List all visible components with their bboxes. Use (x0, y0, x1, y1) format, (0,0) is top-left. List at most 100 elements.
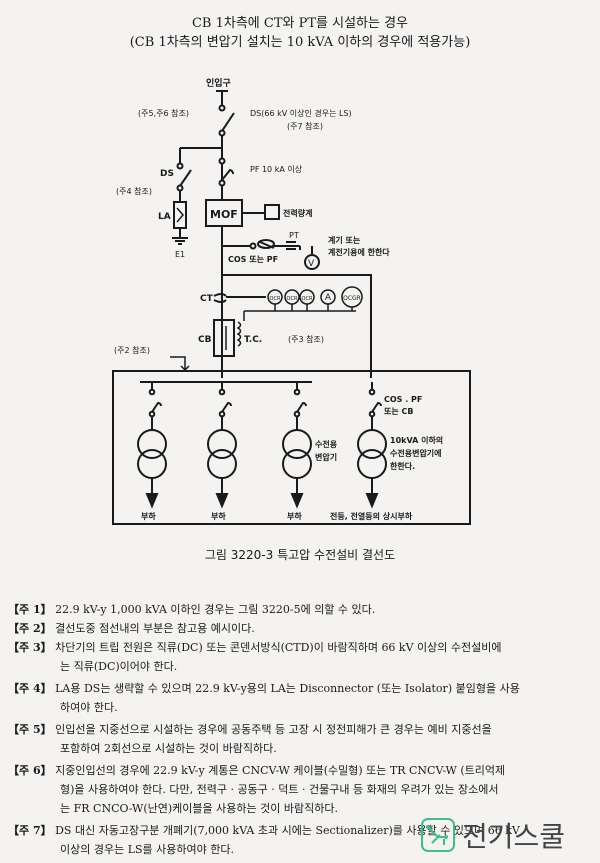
note-ref-4: (주4 참조) (116, 186, 152, 196)
note-item: 【주 2】 결선도중 점선내의 부분은 참고용 예시이다. (8, 619, 593, 638)
tc-label: T.C. (244, 335, 262, 345)
load-arrow-icon (365, 493, 379, 509)
load-arrow-icon (290, 493, 304, 509)
ds-la-label: DS (160, 169, 174, 179)
note-tag: 【주 6】 (8, 764, 52, 777)
rx-transformer-label-2: 변압기 (315, 452, 337, 462)
note-line: 결선도중 점선내의 부분은 참고용 예시이다. (55, 622, 255, 635)
transformer-primary (137, 429, 167, 459)
small-transformer-label-3: 한한다. (390, 461, 415, 471)
circuit-logo-icon (421, 818, 455, 852)
note-tag: 【주 4】 (8, 682, 52, 695)
page-subtitle: (CB 1차측의 변압기 설치는 10 kVA 이하의 경우에 적용가능) (129, 35, 471, 50)
note-ref-7: (주7 참조) (287, 121, 323, 131)
note-tag: 【주 7】 (8, 824, 52, 837)
transformer-feeder (357, 382, 387, 509)
cos-pf-cb-label-2: 또는 CB (384, 407, 413, 416)
note-line: 포함하여 2회선으로 시설하는 것이 바람직하다. (60, 742, 277, 755)
note-line: 하여야 한다. (60, 701, 118, 714)
transformer-feeder (282, 382, 312, 509)
inlet-terminal (216, 90, 228, 106)
load-label: 전등, 전열등의 상시부하 (330, 511, 413, 521)
pt-note-1: 계기 또는 (328, 235, 361, 245)
pt-label: PT (289, 231, 299, 240)
note-tag: 【주 5】 (8, 723, 52, 736)
cos-pf-cb-label-1: COS . PF (384, 395, 422, 404)
load-label: 부하 (287, 511, 302, 521)
load-arrow-icon (145, 493, 159, 509)
note-item: 【주 6】 지중인입선의 경우에 22.9 kV-y 계통은 CNCV-W 케이… (8, 761, 593, 818)
note-line: 차단기의 트립 전원은 직류(DC) 또는 콘덴서방식(CTD)이 바람직하며 … (55, 641, 502, 654)
la-label: LA (158, 212, 171, 222)
transformer-feeder (137, 382, 167, 509)
note-line: 지중인입선의 경우에 22.9 kV-y 계통은 CNCV-W 케이블(수밀형)… (55, 764, 506, 777)
note-item: 【주 3】 차단기의 트립 전원은 직류(DC) 또는 콘덴서방식(CTD)이 … (8, 638, 593, 676)
voltmeter (304, 254, 320, 270)
pt-note-2: 계전기용에 한한다 (328, 247, 390, 257)
note-line: 형)을 사용하여야 한다. 다만, 전력구 · 공동구 · 덕트 · 건물구내 … (60, 783, 499, 796)
load-label: 부하 (211, 511, 226, 521)
transformer-primary (282, 429, 312, 459)
inlet-label: 인입구 (206, 77, 231, 89)
note-line: 22.9 kV-y 1,000 kVA 이하인 경우는 그림 3220-5에 의… (55, 603, 376, 616)
cos-fuse (257, 239, 275, 249)
note-ref-5-6: (주5,주6 참조) (138, 108, 189, 118)
pf-label: PF 10 kA 이상 (250, 164, 303, 174)
ct-symbol (213, 293, 266, 303)
transformer-feeder (207, 382, 237, 509)
note-item: 【주 4】 LA용 DS는 생략할 수 있으며 22.9 kV-y용의 LA는 … (8, 679, 593, 717)
ds-main-switch (221, 112, 235, 132)
cb-box (213, 319, 235, 357)
note-line: 인입선을 지중선으로 시설하는 경우에 공동주택 등 고장 시 정전피해가 큰 … (55, 723, 492, 736)
small-transformer-label-2: 수전용변압기에 (390, 448, 442, 458)
note-tag: 【주 3】 (8, 641, 52, 654)
note-item: 【주 7】 DS 대신 자동고장구분 개폐기(7,000 kVA 초과 시에는 … (8, 821, 593, 859)
feeder-group (137, 382, 387, 509)
relay-label: A (325, 293, 332, 303)
rx-transformer-label-1: 수전용 (315, 439, 338, 449)
relay-label: OCR (287, 296, 298, 302)
note-line: LA용 DS는 생략할 수 있으며 22.9 kV-y용의 LA는 Discon… (55, 682, 520, 695)
note-ref-2: (주2 참조) (114, 345, 150, 355)
note-item: 【주 1】 22.9 kV-y 1,000 kVA 이하인 경우는 그림 322… (8, 600, 593, 619)
page-title: CB 1차측에 CT와 PT를 시설하는 경우 (191, 16, 409, 31)
transformer-secondary (282, 449, 312, 479)
note-item: 【주 5】 인입선을 지중선으로 시설하는 경우에 공동주택 등 고장 시 정전… (8, 720, 593, 758)
pf-fuse (221, 168, 234, 181)
ct-label: CT (200, 294, 214, 304)
lightning-arrester (173, 201, 187, 229)
note-line: 는 직류(DC)이어야 한다. (60, 660, 178, 673)
pt-symbol (286, 241, 296, 250)
logo-text: 전기스쿨 (462, 820, 566, 853)
watermark-logo: 전기스쿨 (420, 815, 565, 855)
ds-la-switch (179, 169, 192, 187)
note-tag: 【주 1】 (8, 603, 52, 616)
relay-label: OCGR (343, 295, 361, 302)
watt-hour-meter (264, 204, 280, 220)
note-line: 는 FR CNCO-W(난연)케이블을 사용하는 것이 바람직하다. (60, 802, 338, 815)
ds-main-label: DS(66 kV 이상인 경우는 LS) (250, 108, 352, 118)
load-arrow-icon (215, 493, 229, 509)
single-line-diagram: 인입구 (주5,주6 참조) DS(66 kV 이상인 경우는 LS) (주7 … (112, 77, 471, 525)
voltmeter-label: V (308, 259, 315, 269)
note-line: DS 대신 자동고장구분 개폐기(7,000 kVA 초과 시에는 Sectio… (55, 824, 520, 837)
mof-label: MOF (210, 208, 238, 221)
relay-group: OCR OCR OCR A OCGR (267, 286, 363, 311)
transformer-secondary (207, 449, 237, 479)
cos-label: COS 또는 PF (228, 255, 278, 264)
transformer-primary (357, 429, 387, 459)
figure-caption: 그림 3220-3 특고압 수전설비 결선도 (204, 548, 396, 562)
note-line: 이상의 경우는 LS를 사용하여야 한다. (60, 843, 235, 856)
reference-box (112, 370, 471, 525)
cb-label: CB (198, 335, 212, 345)
small-transformer-label-1: 10kVA 이하의 (390, 435, 443, 445)
note-ref-3: (주3 참조) (288, 334, 324, 344)
transformer-secondary (137, 449, 167, 479)
transformer-secondary (357, 449, 387, 479)
transformer-primary (207, 429, 237, 459)
meter-label: 전력량계 (283, 208, 312, 218)
relay-label: OCR (270, 296, 281, 302)
relay-label: OCR (302, 296, 313, 302)
load-label: 부하 (141, 511, 156, 521)
